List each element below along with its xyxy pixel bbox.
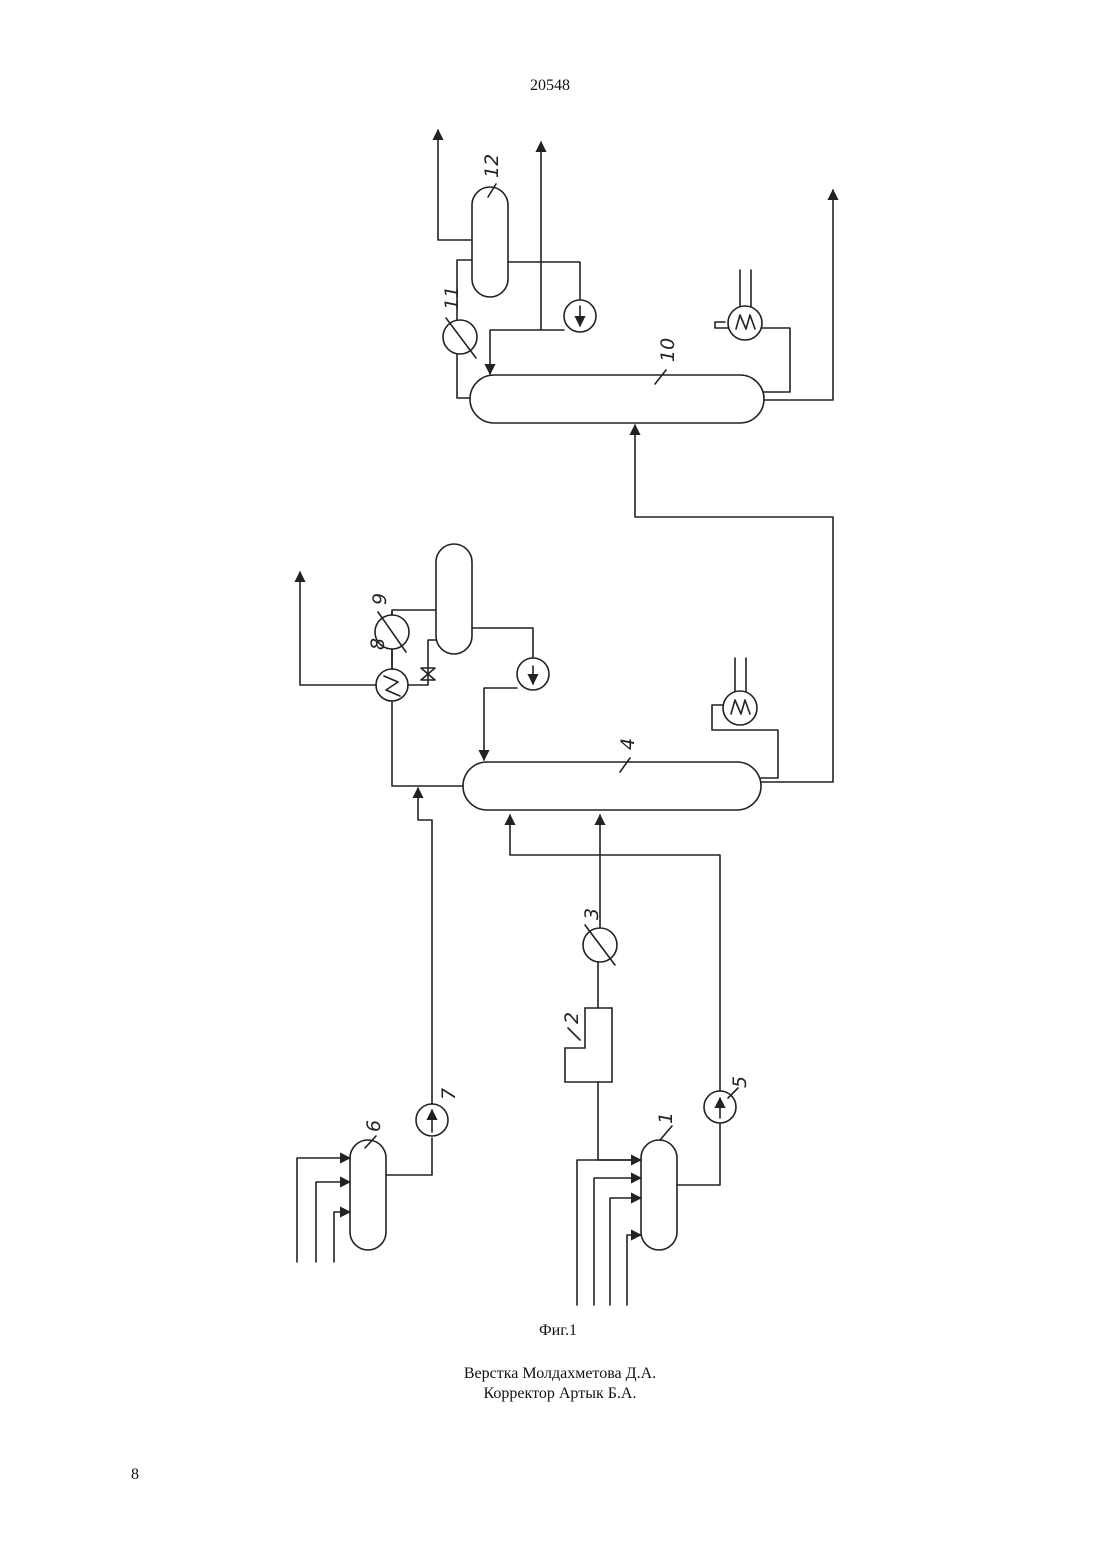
line-1-to-furnace-2 <box>598 1082 641 1160</box>
page-number: 8 <box>131 1465 139 1485</box>
reboiler-4 <box>723 691 757 725</box>
svg-text:11: 11 <box>441 286 463 310</box>
reflux-drum-4 <box>436 544 472 654</box>
overhead-line-column-4 <box>392 700 463 786</box>
svg-text:12: 12 <box>481 154 503 178</box>
condenser-8 <box>376 669 408 701</box>
bottoms-product-10 <box>764 190 833 400</box>
label-5: 5 <box>728 1076 751 1098</box>
credit-proofreader: Корректор Артык Б.А. <box>420 1384 700 1404</box>
svg-text:6: 6 <box>363 1120 385 1132</box>
feed-line-1d <box>627 1235 641 1305</box>
feed-line-1b <box>594 1178 641 1305</box>
credits-block: Верстка Молдахметова Д.А. Корректор Арты… <box>420 1364 700 1404</box>
svg-text:10: 10 <box>657 338 679 362</box>
svg-text:8: 8 <box>367 638 389 650</box>
vent-line-8 <box>300 572 376 685</box>
svg-text:7: 7 <box>438 1088 460 1100</box>
svg-text:2: 2 <box>561 1012 583 1024</box>
bottoms-line-4-to-10 <box>635 425 833 782</box>
svg-text:3: 3 <box>581 908 603 920</box>
svg-text:1: 1 <box>655 1112 677 1124</box>
feed-line-1c <box>610 1198 641 1305</box>
line-drum-12-to-pump <box>508 262 580 300</box>
column-10 <box>470 375 764 423</box>
feed-line-6b <box>316 1182 350 1262</box>
gas-line-12 <box>438 130 472 240</box>
svg-text:9: 9 <box>369 593 391 605</box>
line-6-to-pump-7 <box>386 1138 432 1175</box>
vessel-1 <box>641 1140 677 1250</box>
vessel-12 <box>472 187 508 297</box>
feed-line-6a <box>297 1158 350 1262</box>
reflux-line-column-4 <box>484 688 517 760</box>
label-7: 7 <box>438 1088 460 1100</box>
reflux-line-column-10 <box>490 330 564 374</box>
label-11: 11 <box>441 286 463 310</box>
label-3: 3 <box>581 908 603 920</box>
figure-caption: Фиг.1 <box>508 1321 608 1341</box>
credit-layout: Верстка Молдахметова Д.А. <box>420 1364 700 1384</box>
line-drum-to-reflux-pump <box>472 628 533 658</box>
line-pump-7-to-column-4 <box>418 788 432 1104</box>
column-4 <box>463 762 761 810</box>
label-9: 9 <box>369 593 391 605</box>
svg-text:5: 5 <box>729 1076 751 1088</box>
vessel-6 <box>350 1140 386 1250</box>
label-1: 1 <box>655 1112 677 1140</box>
reboiler-10 <box>728 306 762 340</box>
feed-line-6c <box>334 1212 350 1262</box>
label-8: 8 <box>367 638 389 650</box>
line-1-to-pump-5 <box>677 1124 720 1185</box>
feed-line-1a <box>577 1160 641 1305</box>
label-2: 2 <box>561 1012 583 1040</box>
svg-text:4: 4 <box>617 738 639 750</box>
line-9-to-drum <box>392 610 436 615</box>
